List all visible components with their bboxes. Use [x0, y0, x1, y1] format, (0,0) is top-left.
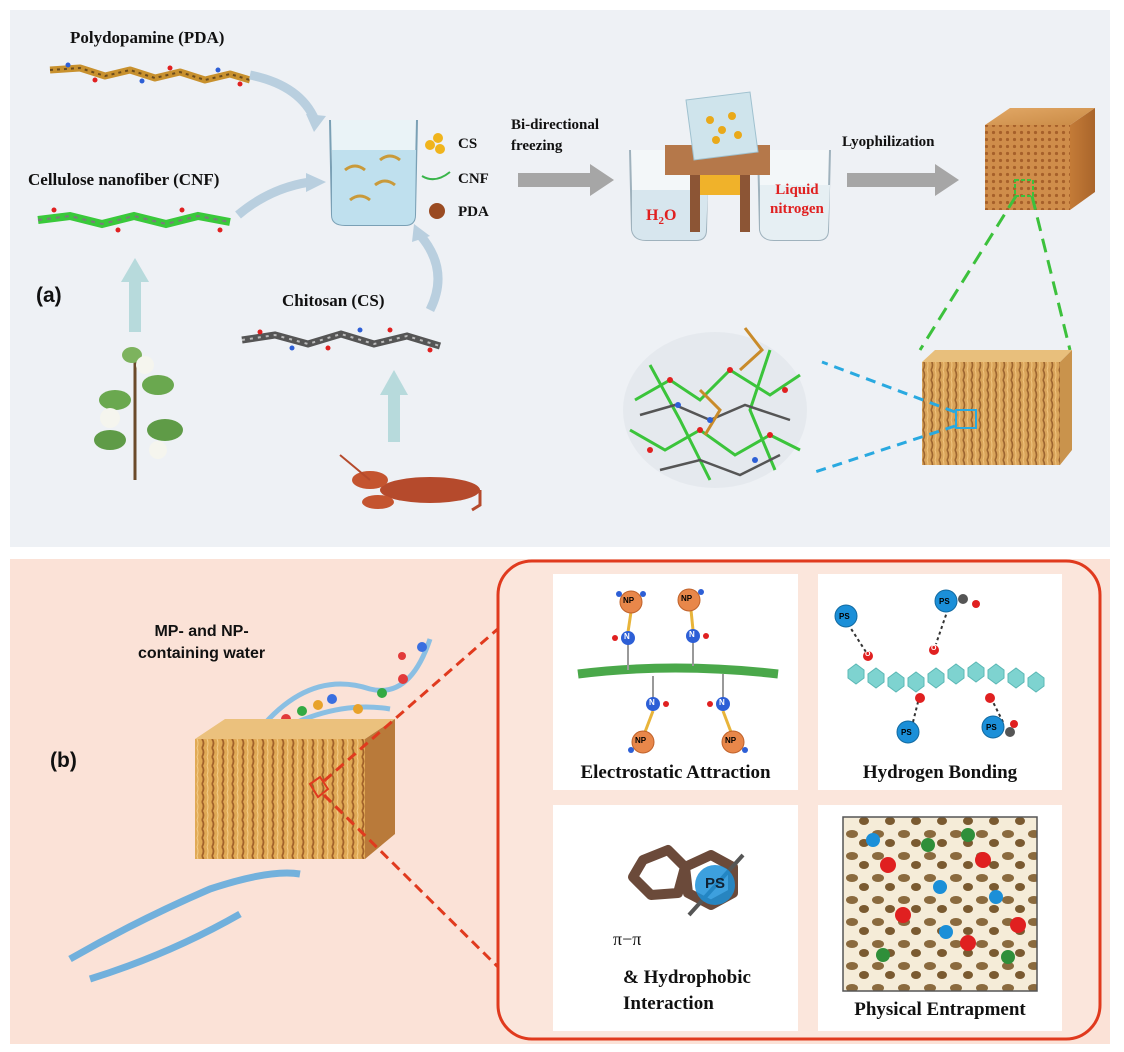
- card-hydrogen-bonding: PS PS PS PS O O Hydrogen Bonding: [818, 574, 1062, 790]
- hbond-diagram: [834, 589, 1045, 744]
- panel-a: Polydopamine (PDA) Cellulose nanofiber (…: [10, 10, 1110, 547]
- n-label-1: N: [624, 632, 630, 641]
- sponge-block: [195, 719, 395, 859]
- cotton-plant-icon: [94, 347, 183, 480]
- card-electrostatic: NP NP NP NP N N N N Electrostatic Attrac…: [553, 574, 798, 790]
- legend-pda-label: PDA: [458, 204, 489, 220]
- electrostatic-title: Electrostatic Attraction: [580, 762, 771, 783]
- legend-cs-icon: [425, 133, 445, 154]
- cnf-molecule: [37, 207, 231, 233]
- card-pi-pi: PS π−π & Hydrophobic Interaction: [553, 805, 798, 1031]
- pi-pi-diagram: [628, 845, 745, 917]
- arrow-cnf-to-beaker: [235, 177, 311, 219]
- crayfish-icon: [339, 454, 482, 512]
- electrostatic-diagram: [577, 588, 779, 754]
- molecular-network: [623, 327, 807, 488]
- panel-b: (b) MP- and NP- containing water NP NP N…: [10, 559, 1110, 1044]
- entrapment-title: Physical Entrapment: [854, 999, 1026, 1020]
- hbond-title: Hydrogen Bonding: [862, 762, 1018, 783]
- np-label-2: NP: [681, 594, 693, 603]
- beaker-icon: [329, 119, 418, 226]
- aerogel-cube: [985, 108, 1095, 210]
- water-description: MP- and NP- containing water: [138, 621, 265, 665]
- zoom-line-blue-top: [821, 360, 956, 414]
- arrow-crayfish: [388, 390, 400, 442]
- ps-label-1: PS: [839, 612, 850, 621]
- arrow-plant: [129, 280, 141, 332]
- zoom-line-green-right: [1030, 195, 1072, 351]
- entrapment-diagram: [842, 816, 1038, 992]
- ps-label-3: PS: [901, 728, 912, 737]
- panel-b-label: (b): [50, 749, 77, 772]
- n-label-4: N: [719, 698, 725, 707]
- nitrogen-line1: Liquid: [775, 182, 819, 198]
- zoom-line-red-top: [323, 625, 501, 783]
- step-lyophilization-label: Lyophilization: [842, 134, 935, 150]
- ps-label-2: PS: [939, 597, 950, 606]
- step-freezing-line2: freezing: [511, 138, 563, 154]
- water-description-line1: MP- and NP-: [154, 623, 249, 640]
- water-description-line2: containing water: [138, 645, 266, 662]
- water-splash-bottom: [68, 869, 301, 983]
- pi-pi-symbol: π−π: [613, 929, 642, 949]
- ps-label-5: PS: [705, 875, 726, 892]
- pi-pi-text-line1: & Hydrophobic: [623, 967, 751, 988]
- arrow-pda-to-beaker: [249, 70, 320, 122]
- pda-molecule: [49, 62, 252, 87]
- cs-molecule: [241, 327, 442, 353]
- step-freezing-label: Bi-directional freezing: [511, 115, 599, 157]
- cs-title: Chitosan (CS): [282, 291, 385, 310]
- np-label-3: NP: [635, 736, 647, 745]
- pda-title: Polydopamine (PDA): [70, 28, 225, 47]
- card-entrapment: Physical Entrapment: [818, 805, 1062, 1031]
- arrow-freezing: [518, 164, 614, 196]
- panel-a-graphics: [37, 62, 1095, 512]
- water-label-h: H: [646, 207, 659, 224]
- np-label-1: NP: [623, 596, 635, 605]
- zoom-line-red-bottom: [322, 793, 502, 971]
- panel-a-label: (a): [36, 284, 62, 307]
- arrow-lyophilization: [847, 164, 959, 196]
- water-label: H2O: [646, 207, 676, 227]
- legend-cnf-icon: [421, 171, 451, 181]
- zoom-line-green-left: [918, 195, 1018, 351]
- ps-label-4: PS: [986, 723, 997, 732]
- nitrogen-label: Liquid nitrogen: [770, 181, 824, 219]
- np-label-4: NP: [725, 736, 737, 745]
- o-label-2: O: [931, 645, 937, 652]
- pi-pi-text-line2: Interaction: [623, 993, 714, 1014]
- legend-cs-label: CS: [458, 136, 478, 152]
- pi-pi-text: & Hydrophobic Interaction: [623, 965, 751, 1017]
- cnf-title: Cellulose nanofiber (CNF): [28, 170, 220, 189]
- n-label-3: N: [649, 698, 655, 707]
- microplastic-particles: [281, 642, 427, 724]
- nitrogen-line2: nitrogen: [770, 201, 824, 217]
- n-label-2: N: [689, 630, 695, 639]
- water-label-sub: 2: [658, 215, 664, 228]
- arrow-cs-to-beaker: [416, 232, 443, 313]
- freezing-apparatus: [629, 91, 831, 241]
- o-label-1: O: [865, 651, 871, 658]
- water-label-o: O: [663, 207, 677, 224]
- step-freezing-line1: Bi-directional: [511, 117, 600, 133]
- zoom-line-blue-bottom: [814, 424, 956, 474]
- legend-pda-icon: [429, 203, 445, 219]
- legend-cnf-label: CNF: [458, 171, 489, 187]
- lamellar-block: [922, 350, 1072, 465]
